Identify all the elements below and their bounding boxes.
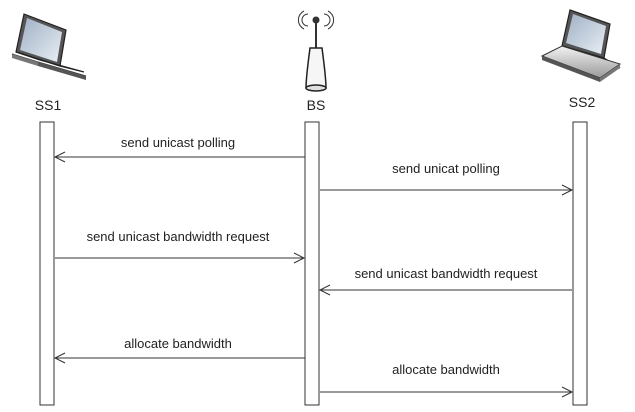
laptop-icon bbox=[11, 13, 87, 80]
message-arrow bbox=[53, 151, 305, 163]
node-label-ss1: SS1 bbox=[35, 97, 62, 113]
message-arrow bbox=[55, 252, 306, 264]
antenna-tower-icon bbox=[297, 10, 335, 92]
node-label-bs: BS bbox=[307, 97, 326, 113]
lifeline-ss2 bbox=[572, 121, 588, 406]
message-label: send unicast bandwidth request bbox=[355, 266, 538, 281]
message-label: send unicast polling bbox=[121, 135, 235, 150]
lifeline-bs bbox=[304, 121, 320, 406]
message-label: allocate bandwidth bbox=[392, 362, 500, 377]
message-label: send unicat polling bbox=[392, 161, 500, 176]
message-arrow bbox=[320, 184, 574, 196]
message-arrow bbox=[318, 284, 572, 296]
message-label: send unicast bandwidth request bbox=[87, 229, 270, 244]
message-arrow bbox=[320, 386, 574, 398]
lifeline-ss1 bbox=[39, 121, 55, 406]
node-label-ss2: SS2 bbox=[569, 94, 596, 110]
laptop-icon bbox=[540, 9, 622, 82]
message-label: allocate bandwidth bbox=[124, 336, 232, 351]
message-arrow bbox=[53, 352, 305, 364]
